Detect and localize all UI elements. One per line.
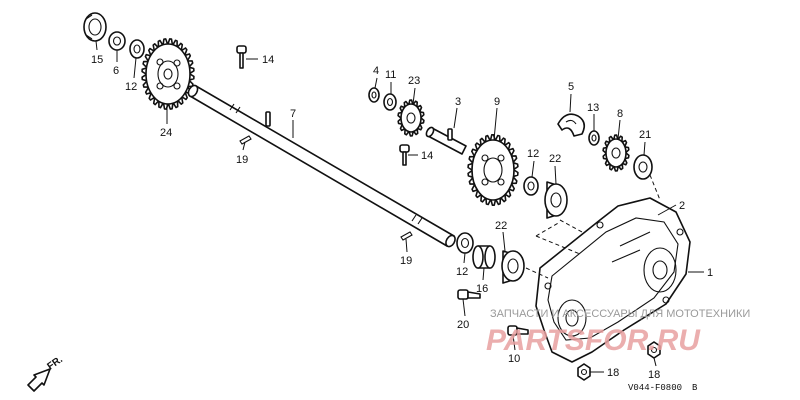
- label-22: 22: [495, 220, 507, 232]
- label-13: 13: [587, 102, 599, 114]
- part-22-bearing-lower: [501, 250, 525, 284]
- part-21-bearing: [633, 154, 653, 180]
- label-14: 14: [421, 150, 433, 162]
- watermark: ЗАПЧАСТИ И АКСЕССУАРЫ ДЛЯ МОТОТЕХНИКИ PA…: [486, 308, 750, 357]
- part-23-gear: [397, 99, 425, 137]
- watermark-caption: ЗАПЧАСТИ И АКСЕССУАРЫ ДЛЯ МОТОТЕХНИКИ: [490, 308, 750, 320]
- label-23: 23: [408, 75, 420, 87]
- part-1-housing: [535, 197, 691, 363]
- part-13-washer: [588, 130, 600, 146]
- label-12: 12: [125, 81, 137, 93]
- part-12-washer-mid: [523, 176, 539, 196]
- part-12-washer-low: [456, 232, 474, 254]
- label-22: 22: [549, 153, 561, 165]
- part-14-pin-top: [236, 45, 247, 69]
- assembly-lines: [525, 174, 661, 279]
- part-6-collar: [108, 31, 126, 51]
- front-direction-arrow: FR.: [27, 354, 65, 392]
- label-3: 3: [455, 96, 461, 108]
- leader-lines: [95, 40, 704, 373]
- label-8: 8: [617, 108, 623, 120]
- label-14: 14: [262, 54, 274, 66]
- part-11-washer: [383, 93, 397, 111]
- label-24: 24: [160, 127, 172, 139]
- label-19: 19: [400, 255, 412, 267]
- diagram-code: V044-F0800 B: [628, 383, 698, 393]
- label-6: 6: [113, 65, 119, 77]
- part-18-nut-bottom: [577, 363, 591, 381]
- part-5-cam: [557, 113, 586, 137]
- watermark-logo: PARTSFOR.RU: [486, 324, 701, 357]
- part-12-washer-top: [129, 39, 145, 59]
- label-19: 19: [236, 154, 248, 166]
- label-20: 20: [457, 319, 469, 331]
- diagram-code-text: V044-F0800: [628, 383, 682, 393]
- diagram-code-suffix: B: [692, 383, 698, 393]
- label-12: 12: [456, 266, 468, 278]
- label-10: 10: [508, 353, 520, 365]
- part-8-gear: [602, 134, 630, 172]
- part-19-cotter-upper: [239, 135, 252, 145]
- part-9-gear: [467, 134, 519, 206]
- label-9: 9: [494, 96, 500, 108]
- label-21: 21: [639, 129, 651, 141]
- part-24-gear: [141, 38, 195, 110]
- part-number-labels: 15 6 12 24 14 7 19 4 11 23 3 14 9 12 22 …: [91, 54, 713, 381]
- part-16-collar: [472, 245, 496, 269]
- label-18: 18: [607, 367, 619, 379]
- part-14-pin-mid: [399, 144, 410, 166]
- label-5: 5: [568, 81, 574, 93]
- label-18: 18: [648, 369, 660, 381]
- part-22-bearing-upper: [544, 181, 568, 219]
- label-4: 4: [373, 65, 379, 77]
- part-19-cotter-lower: [400, 231, 413, 241]
- label-1: 1: [707, 267, 713, 279]
- part-7-shaft: [187, 84, 456, 248]
- label-16: 16: [476, 283, 488, 295]
- part-3-shaft: [425, 126, 467, 155]
- label-11: 11: [385, 69, 396, 81]
- part-15-seal: [83, 12, 107, 42]
- label-7: 7: [290, 108, 296, 120]
- part-18-nut-right: [647, 341, 661, 359]
- part-10-bolt: [507, 325, 529, 336]
- label-2: 2: [679, 200, 685, 212]
- part-4-washer: [368, 87, 380, 103]
- label-15: 15: [91, 54, 103, 66]
- label-12: 12: [527, 148, 539, 160]
